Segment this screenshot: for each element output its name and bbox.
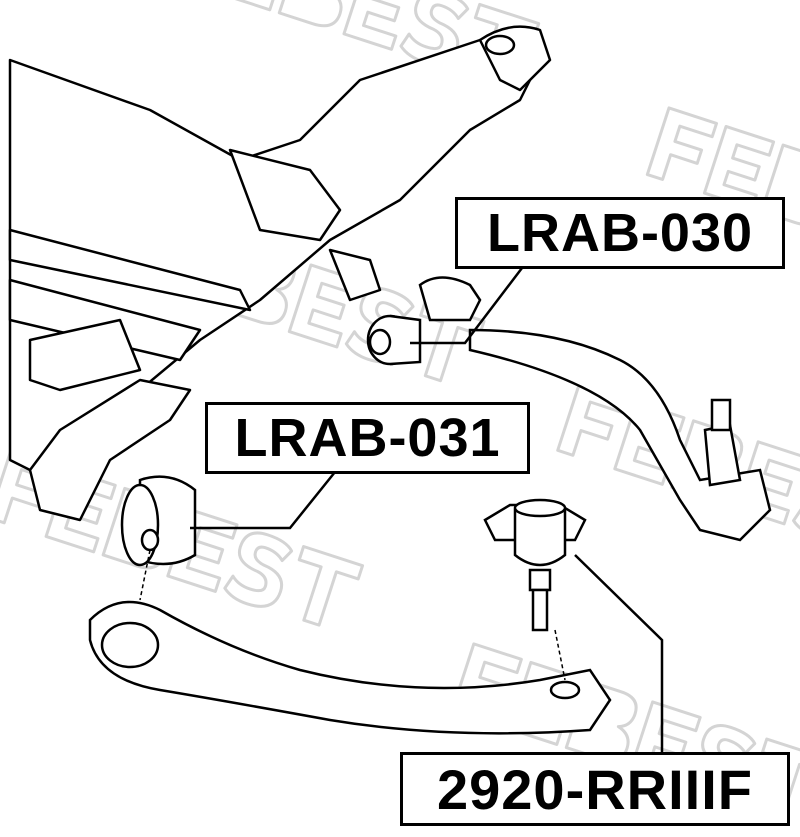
- upper-arm: [468, 328, 772, 542]
- bushing-lrab-031: [120, 475, 197, 567]
- ball-joint: [483, 498, 587, 632]
- part-label-lrab-030: LRAB-030: [455, 197, 785, 269]
- leader-line-lrab-030: [410, 267, 523, 345]
- part-label-lrab-031: LRAB-031: [205, 402, 530, 474]
- part-label-2920-rriiif: 2920-RRIIIF: [400, 752, 790, 826]
- bushing-lrab-030: [366, 276, 482, 366]
- leader-lines: [190, 267, 664, 752]
- leader-line-2920-rriiif: [574, 554, 664, 752]
- assembly-axis-lines: [139, 549, 566, 681]
- lower-arm: [88, 600, 612, 735]
- subframe: [8, 25, 552, 522]
- leader-line-lrab-031: [190, 471, 336, 530]
